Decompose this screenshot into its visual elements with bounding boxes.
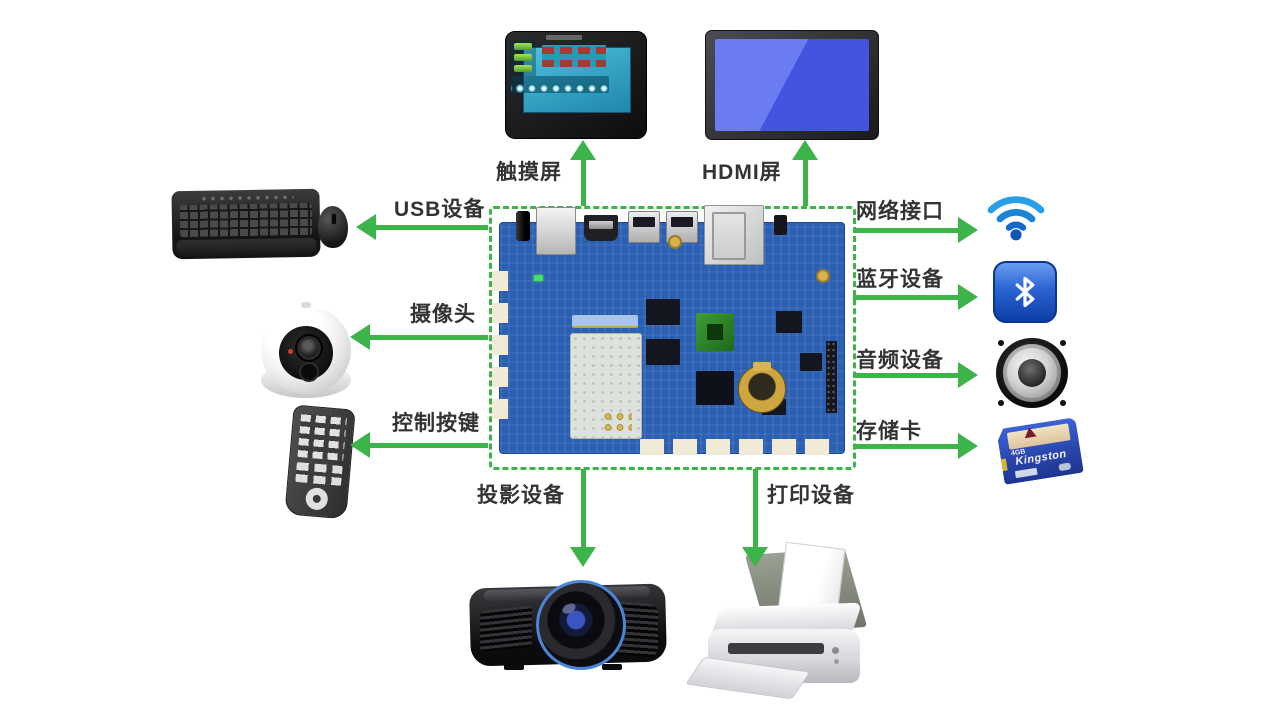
board-audio-jack (774, 215, 787, 235)
board-pin-header (826, 341, 837, 413)
board-chip (800, 353, 822, 371)
label-storage-card: 存储卡 (856, 420, 922, 443)
label-printer-devices: 打印设备 (767, 484, 855, 507)
board-solder-pads (602, 411, 632, 433)
projector-left-grille (480, 605, 532, 653)
board-emmc-chip (696, 371, 734, 405)
board-power-jack (516, 211, 530, 241)
board-ethernet-port (536, 207, 576, 255)
keyboard-keys (179, 202, 313, 238)
dev-board-dashed-outline (489, 206, 856, 470)
arrow-storage-card (853, 433, 978, 459)
arrow-touch-screen (570, 140, 596, 206)
label-control-keys: 控制按键 (392, 412, 480, 435)
arrow-control-keys (350, 432, 488, 458)
board-coin-battery (738, 362, 786, 413)
sd-card-logo (1015, 468, 1038, 478)
projector-image (469, 580, 667, 670)
keyboard-palm-rest (176, 237, 317, 257)
arrow-bluetooth-devices (853, 284, 978, 310)
bluetooth-icon (993, 261, 1057, 323)
keyboard-function-row (199, 193, 294, 203)
speaker-icon (996, 338, 1068, 408)
camera-ir-lens (299, 362, 319, 382)
remote-control-image (284, 404, 356, 520)
arrow-camera (350, 324, 488, 350)
camera-lens (295, 334, 323, 362)
label-usb-devices: USB设备 (394, 198, 486, 221)
hdmi-monitor-screen (715, 39, 869, 131)
projector-foot (602, 664, 622, 670)
touchscreen-button (514, 54, 532, 61)
remote-button-grid (297, 413, 348, 462)
projector-lens (536, 580, 626, 670)
printer-image (685, 541, 878, 700)
arrow-network-interface (853, 217, 978, 243)
speaker-screw (1060, 340, 1066, 346)
remote-mid-buttons (295, 461, 343, 486)
board-ram-chip (646, 339, 680, 365)
touchscreen-titlebar (546, 35, 582, 40)
touchscreen-button (514, 43, 532, 50)
board-led (534, 275, 543, 281)
projector-foot (504, 664, 524, 670)
arrow-usb-devices (356, 214, 488, 240)
touchscreen-button (514, 65, 532, 72)
printer-button (832, 647, 839, 654)
board-ram-chip (646, 299, 680, 325)
touchscreen-image (505, 31, 647, 139)
arrow-audio-devices (853, 362, 978, 388)
speaker-screw (1060, 400, 1066, 406)
label-bluetooth-devices: 蓝牙设备 (856, 268, 944, 291)
remote-round-button (304, 486, 329, 511)
board-hdmi-port (584, 215, 618, 241)
board-mount-hole (668, 235, 682, 249)
sd-card-label (1007, 423, 1071, 449)
label-audio-devices: 音频设备 (856, 349, 944, 372)
camera-top-nub (301, 302, 311, 308)
board-usb-port (628, 211, 660, 243)
touchscreen-dial-row (511, 76, 609, 93)
hdmi-monitor-image (705, 30, 879, 140)
board-chip (776, 311, 802, 333)
sd-card-logo (1058, 462, 1071, 471)
touchscreen-button-grid (542, 45, 606, 67)
wifi-icon (984, 184, 1048, 242)
label-touch-screen: 触摸屏 (496, 161, 562, 184)
board-cpu-chip (696, 313, 734, 351)
dev-board-image (492, 205, 845, 455)
printer-output-slot (728, 643, 824, 654)
keyboard-image (171, 188, 321, 260)
speaker-screw (998, 340, 1004, 346)
label-projector-devices: 投影设备 (477, 484, 565, 507)
sd-card-icon: 4GB Kingston (996, 417, 1084, 485)
speaker-dust-cap (1018, 359, 1046, 387)
arrow-hdmi-screen (792, 140, 818, 206)
speaker-screw (998, 400, 1004, 406)
board-mount-hole (816, 269, 830, 283)
arrow-projector-devices (570, 469, 596, 567)
camera-image (255, 302, 357, 404)
label-camera: 摄像头 (410, 303, 476, 326)
arrow-printer-devices (742, 469, 768, 567)
board-left-connectors (492, 263, 508, 419)
printer-button (834, 659, 839, 664)
label-hdmi-screen: HDMI屏 (702, 161, 782, 184)
label-network-interface: 网络接口 (856, 200, 944, 223)
board-sd-slot (704, 205, 764, 265)
board-mpcie-connector (572, 315, 638, 328)
sd-card-label-triangle (1023, 426, 1036, 438)
mouse-image (318, 206, 348, 248)
camera-status-led (288, 349, 293, 354)
board-bottom-connectors (640, 439, 838, 455)
